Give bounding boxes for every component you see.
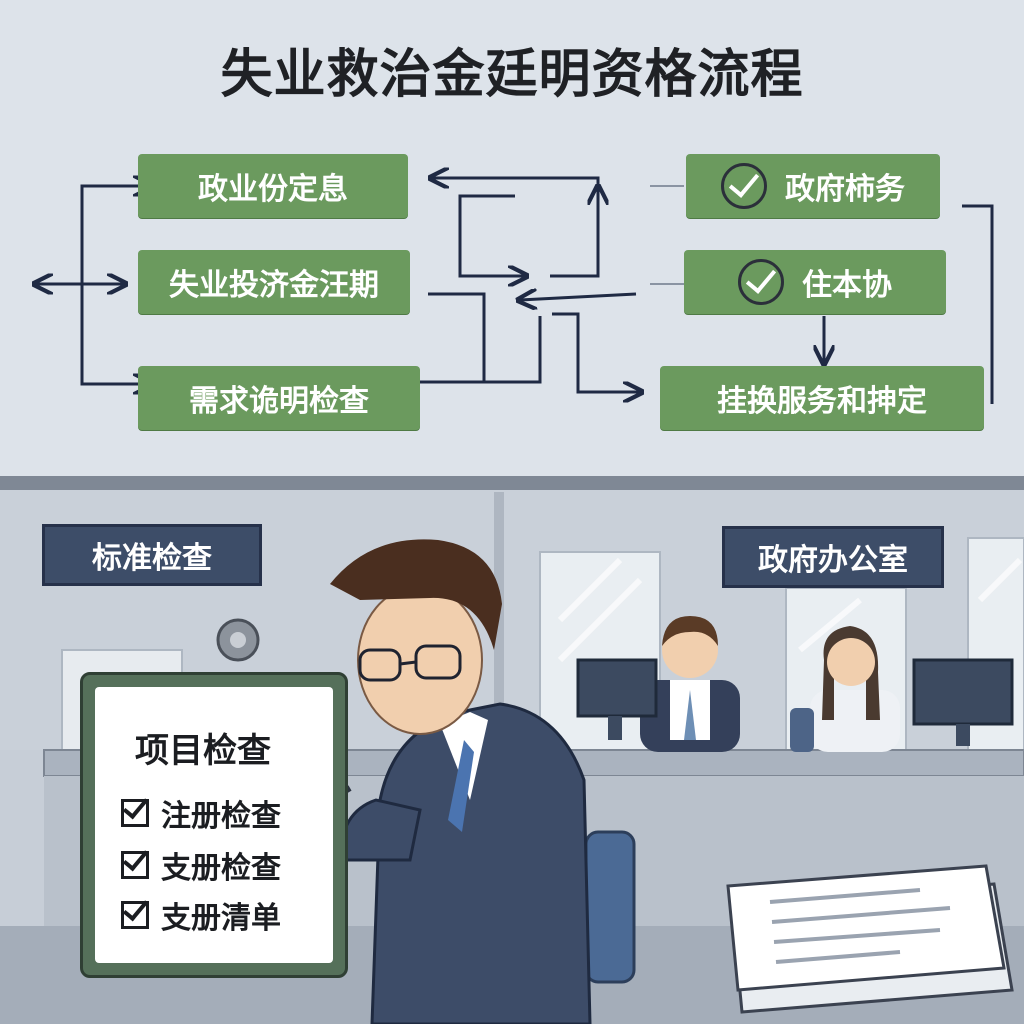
flow-step-3-label: 需求诡明检查 [189, 384, 369, 419]
arrow-from-right [520, 294, 637, 300]
flow-step-4: 政府柿务 [686, 154, 940, 218]
flow-step-2: 失业投济金汪期 [138, 250, 410, 314]
right-bracket [962, 204, 994, 404]
checklist-item-2-label: 支册检查 [161, 851, 281, 886]
wall-pillar [494, 492, 504, 752]
monitor-icon [912, 658, 1014, 746]
clerk-man [640, 616, 740, 752]
sign-standard-check-label: 标准检查 [92, 541, 212, 576]
checklist-item-3: 支册清单 [121, 893, 281, 937]
flowchart-panel: 失业救治金廷明资格流程 政业份定息 [0, 0, 1024, 478]
check-circle-icon [738, 259, 784, 305]
clipboard-paper: 项目检查 注册检查 支册检查 支册清单 [95, 687, 333, 963]
checkbox-checked-icon [121, 901, 149, 929]
chair [790, 708, 814, 752]
flow-step-5: 住本协 [684, 250, 946, 314]
glasses-icon [358, 644, 462, 682]
checkbox-checked-icon [121, 851, 149, 879]
arrow-to-box-6 [552, 312, 640, 392]
flow-step-6-label: 挂换服务和抻定 [717, 384, 927, 419]
diagram-title: 失业救治金廷明资格流程 [220, 45, 804, 105]
flow-step-2-label: 失业投济金汪期 [169, 268, 379, 303]
flow-connectors [0, 0, 994, 404]
connector-box3 [420, 316, 542, 384]
sign-government-office-label: 政府办公室 [758, 543, 908, 578]
checkbox-checked-icon [121, 799, 149, 827]
document-stack [726, 864, 1014, 1014]
sign-government-office: 政府办公室 [722, 526, 944, 588]
flow-step-5-label: 住本协 [802, 268, 892, 303]
center-loop-b [550, 188, 598, 278]
sign-standard-check: 标准检查 [42, 524, 262, 586]
monitor-icon [576, 658, 658, 740]
flow-step-3: 需求诡明检查 [138, 366, 420, 430]
panel-divider [0, 476, 1024, 490]
checklist-item-1-label: 注册检查 [161, 799, 281, 834]
center-loop-a [458, 194, 525, 276]
flow-step-1-label: 政业份定息 [198, 172, 348, 207]
checklist-item-1: 注册检查 [121, 791, 281, 835]
check-circle-icon [721, 163, 767, 209]
checklist-item-3-label: 支册清单 [161, 901, 281, 936]
clipboard-title: 项目检查 [135, 731, 271, 771]
flow-step-1: 政业份定息 [138, 154, 408, 218]
checklist-item-2: 支册检查 [121, 843, 281, 887]
flow-step-6: 挂换服务和抻定 [660, 366, 984, 430]
clerk-woman [810, 626, 900, 752]
flow-step-4-label: 政府柿务 [785, 172, 905, 207]
clipboard: 项目检查 注册检查 支册检查 支册清单 [80, 672, 348, 978]
